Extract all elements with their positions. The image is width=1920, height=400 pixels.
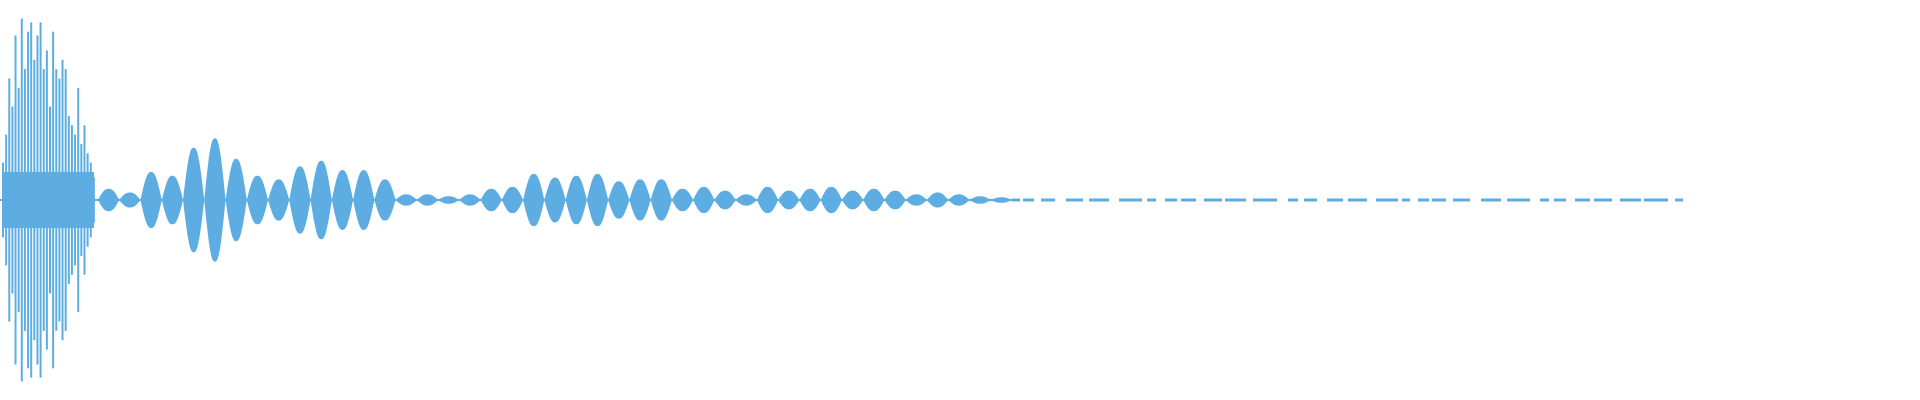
waveform-lobe: [353, 170, 375, 230]
waveform-lobe: [650, 179, 672, 221]
waveform-tail-segment: [1066, 198, 1083, 202]
waveform-spike: [2, 162, 4, 238]
waveform-lobe: [523, 173, 545, 227]
waveform-lobe: [778, 190, 800, 210]
waveform-lobe: [459, 194, 481, 206]
waveform-tail-segment: [1165, 198, 1177, 202]
waveform-tail-segment: [1181, 198, 1196, 202]
waveform-lobe: [990, 197, 1012, 203]
waveform-lobe: [926, 192, 949, 208]
waveform-lobe: [331, 170, 354, 230]
waveform-lobe: [905, 194, 927, 206]
waveform-tail-segment: [1594, 198, 1612, 202]
waveform-lobe: [374, 179, 396, 221]
waveform-lobe: [884, 190, 906, 210]
waveform-lobe: [119, 192, 141, 208]
waveform-lobe: [183, 147, 205, 253]
waveform-lobe: [395, 194, 417, 206]
waveform-tail-segment: [1507, 198, 1530, 202]
waveform-lobe: [225, 158, 247, 242]
waveform-tail-segment: [1012, 198, 1020, 202]
waveform-lobe: [204, 138, 226, 262]
waveform-lobe: [586, 173, 609, 227]
waveform-tail-segment: [1147, 198, 1156, 202]
waveform-lobe: [565, 175, 587, 225]
waveform-tail-segment: [1253, 198, 1277, 202]
waveform-lobe: [98, 188, 120, 212]
waveform-tail-segment: [1575, 198, 1590, 202]
waveform-attack-core: [4, 172, 94, 228]
waveform-lobe: [969, 196, 991, 204]
waveform-tail-segment: [1023, 198, 1034, 202]
waveform-tail-segment: [1204, 198, 1222, 202]
waveform-tail-segment: [1348, 198, 1367, 202]
waveform-lobe: [246, 175, 269, 225]
waveform-lobe: [544, 177, 566, 223]
waveform-tail-segment: [1376, 198, 1398, 202]
waveform-tail-segment: [1620, 198, 1641, 202]
waveform-tail-segment: [1119, 198, 1142, 202]
waveform-lobe: [756, 186, 779, 214]
waveform-tail-segment: [1288, 198, 1298, 202]
waveform-lobe: [693, 186, 715, 214]
waveform-tail-segment: [1402, 198, 1410, 202]
waveform-lobe: [438, 196, 460, 204]
waveform-lobe: [480, 188, 502, 212]
waveform-lobe: [416, 194, 439, 206]
waveform-lobe: [289, 166, 311, 234]
waveform-tail-segment: [1481, 198, 1501, 202]
waveform-tail-segment: [1327, 198, 1343, 202]
waveform-lobe: [948, 194, 970, 206]
waveform-tail-segment: [1225, 198, 1246, 202]
waveform-tail-segment: [1304, 198, 1317, 202]
waveform-lobe: [735, 194, 757, 206]
waveform-tail-segment: [1675, 198, 1683, 202]
waveform-lobe: [629, 179, 651, 221]
waveform-lobe: [799, 188, 821, 212]
waveform-lobe: [820, 186, 842, 214]
waveform-tail-segment: [1644, 198, 1668, 202]
waveform-tail-segment: [1540, 198, 1549, 202]
waveform-lobe: [841, 190, 864, 210]
waveform-lobe: [671, 188, 694, 212]
waveform-tail-segment: [1418, 198, 1429, 202]
waveform-lobe: [268, 179, 290, 221]
waveform-tail-segment: [1554, 198, 1566, 202]
waveform-lobe: [714, 190, 736, 210]
waveform-lobe: [501, 186, 524, 214]
waveform-lobe: [608, 181, 630, 219]
waveform-lobe: [863, 188, 885, 212]
waveform-tail-segment: [1089, 198, 1109, 202]
waveform-tail-segment: [1432, 198, 1446, 202]
waveform-tail-segment: [1453, 198, 1470, 202]
waveform-lobe: [140, 171, 162, 229]
waveform-tail-segment: [1041, 198, 1055, 202]
waveform-lobe: [310, 160, 332, 240]
waveform-lobe: [161, 175, 184, 225]
